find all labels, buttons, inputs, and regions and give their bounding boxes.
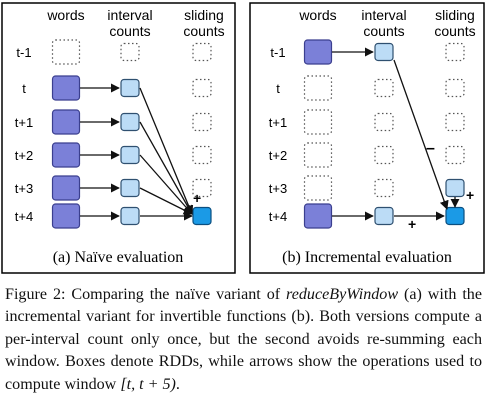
interval-box: [374, 42, 394, 62]
row-label: t: [22, 81, 26, 96]
word-box-placeholder: [303, 175, 333, 201]
sliding-box-placeholder: [445, 145, 465, 165]
word-box-placeholder: [303, 142, 333, 168]
panel-incremental-border: [249, 2, 485, 274]
window-result-box: [445, 206, 465, 226]
caption-function-name: reduceByWindow: [286, 286, 399, 303]
word-box: [51, 75, 81, 101]
row-label: t+4: [15, 209, 33, 224]
interval-to-window-arrow: [139, 121, 193, 215]
sliding-box-placeholder: [445, 78, 465, 98]
row-label: t+3: [15, 181, 33, 196]
sliding-box-placeholder: [445, 42, 465, 62]
interval-box: [120, 78, 140, 98]
window-result-box: [192, 206, 212, 226]
plus-sign: +: [408, 216, 416, 232]
caption-prefix: Figure 2: Comparing the naïve variant of: [5, 286, 287, 303]
interval-box: [120, 206, 140, 226]
row-label: t+4: [269, 209, 287, 224]
interval-box: [374, 206, 394, 226]
subtract-arrow: [393, 59, 449, 210]
panel-naive-border: [1, 2, 236, 274]
word-box: [303, 203, 333, 229]
plus-sign: +: [193, 190, 201, 206]
interval-to-window-arrow: [139, 187, 193, 215]
header-words: words: [298, 7, 336, 23]
plus-sign: +: [466, 187, 474, 203]
row-label: t+2: [15, 148, 33, 163]
sliding-box-placeholder: [192, 112, 212, 132]
panel-naive: words interval counts sliding counts t-1…: [1, 2, 236, 274]
word-box-placeholder: [51, 39, 81, 65]
header-interval-line1: interval: [361, 7, 406, 23]
header-sliding-line1: sliding: [184, 7, 224, 23]
minus-sign: –: [426, 140, 435, 157]
row-label: t: [276, 81, 280, 96]
panel-caption: (a) Naïve evaluation: [53, 249, 184, 266]
interval-box-placeholder: [374, 112, 394, 132]
row-label: t+2: [269, 148, 287, 163]
row-label: t-1: [16, 45, 31, 60]
header-interval-line1: interval: [107, 7, 152, 23]
sliding-box: [445, 178, 465, 198]
interval-box: [120, 178, 140, 198]
word-box: [51, 203, 81, 229]
interval-box-placeholder: [374, 145, 394, 165]
panel-caption: (b) Incremental evaluation: [282, 249, 452, 266]
figure-caption: Figure 2: Comparing the naïve variant of…: [0, 284, 487, 396]
panel-incremental: words interval counts sliding counts t-1…: [249, 2, 485, 274]
interval-to-window-arrow: [139, 87, 194, 215]
sliding-box-placeholder: [192, 78, 212, 98]
interval-box-placeholder: [374, 78, 394, 98]
header-words: words: [46, 7, 84, 23]
header-sliding-line2: counts: [434, 23, 475, 39]
sliding-box-placeholder: [445, 112, 465, 132]
word-box: [51, 175, 81, 201]
interval-to-window-arrow: [139, 154, 193, 215]
header-sliding-line2: counts: [183, 23, 224, 39]
header-interval-line2: counts: [363, 23, 404, 39]
word-box: [303, 39, 333, 65]
sliding-box-placeholder: [192, 145, 212, 165]
interval-box: [120, 112, 140, 132]
caption-body: (a) with the incremental variant for inv…: [5, 286, 482, 393]
interval-box: [120, 145, 140, 165]
row-label: t+1: [269, 115, 287, 130]
header-sliding-line1: sliding: [435, 7, 475, 23]
caption-window: [t, t + 5): [120, 375, 176, 393]
sliding-box-placeholder: [192, 42, 212, 62]
interval-box-placeholder: [374, 178, 394, 198]
word-box-placeholder: [303, 75, 333, 101]
word-box: [51, 142, 81, 168]
row-label: t-1: [270, 45, 285, 60]
header-interval-line2: counts: [109, 23, 150, 39]
caption-end: .: [175, 375, 180, 393]
interval-box-placeholder: [120, 42, 140, 62]
row-label: t+3: [269, 181, 287, 196]
word-box: [51, 109, 81, 135]
row-label: t+1: [15, 115, 33, 130]
word-box-placeholder: [303, 109, 333, 135]
